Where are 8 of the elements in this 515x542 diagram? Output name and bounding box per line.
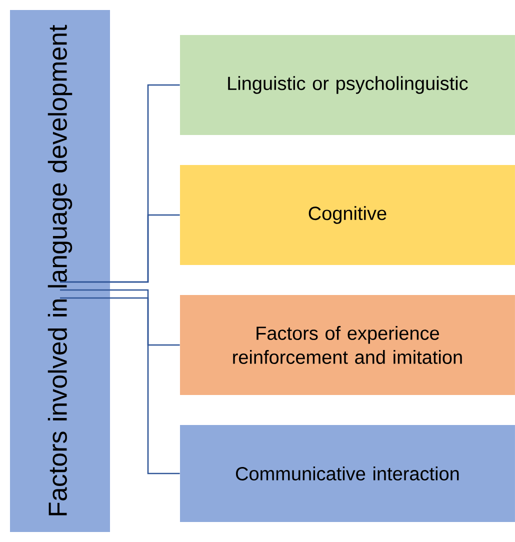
connector-line xyxy=(60,297,180,474)
title-bar: Factors involved in language development xyxy=(10,10,110,532)
category-box: Cognitive xyxy=(180,165,515,265)
category-box: Linguistic or psycholinguistic xyxy=(180,35,515,135)
connector-line xyxy=(60,289,180,346)
connector-line xyxy=(60,214,180,283)
category-box: Communicative interaction xyxy=(180,425,515,522)
category-box: Factors of experience reinforcement and imitation xyxy=(180,295,515,395)
